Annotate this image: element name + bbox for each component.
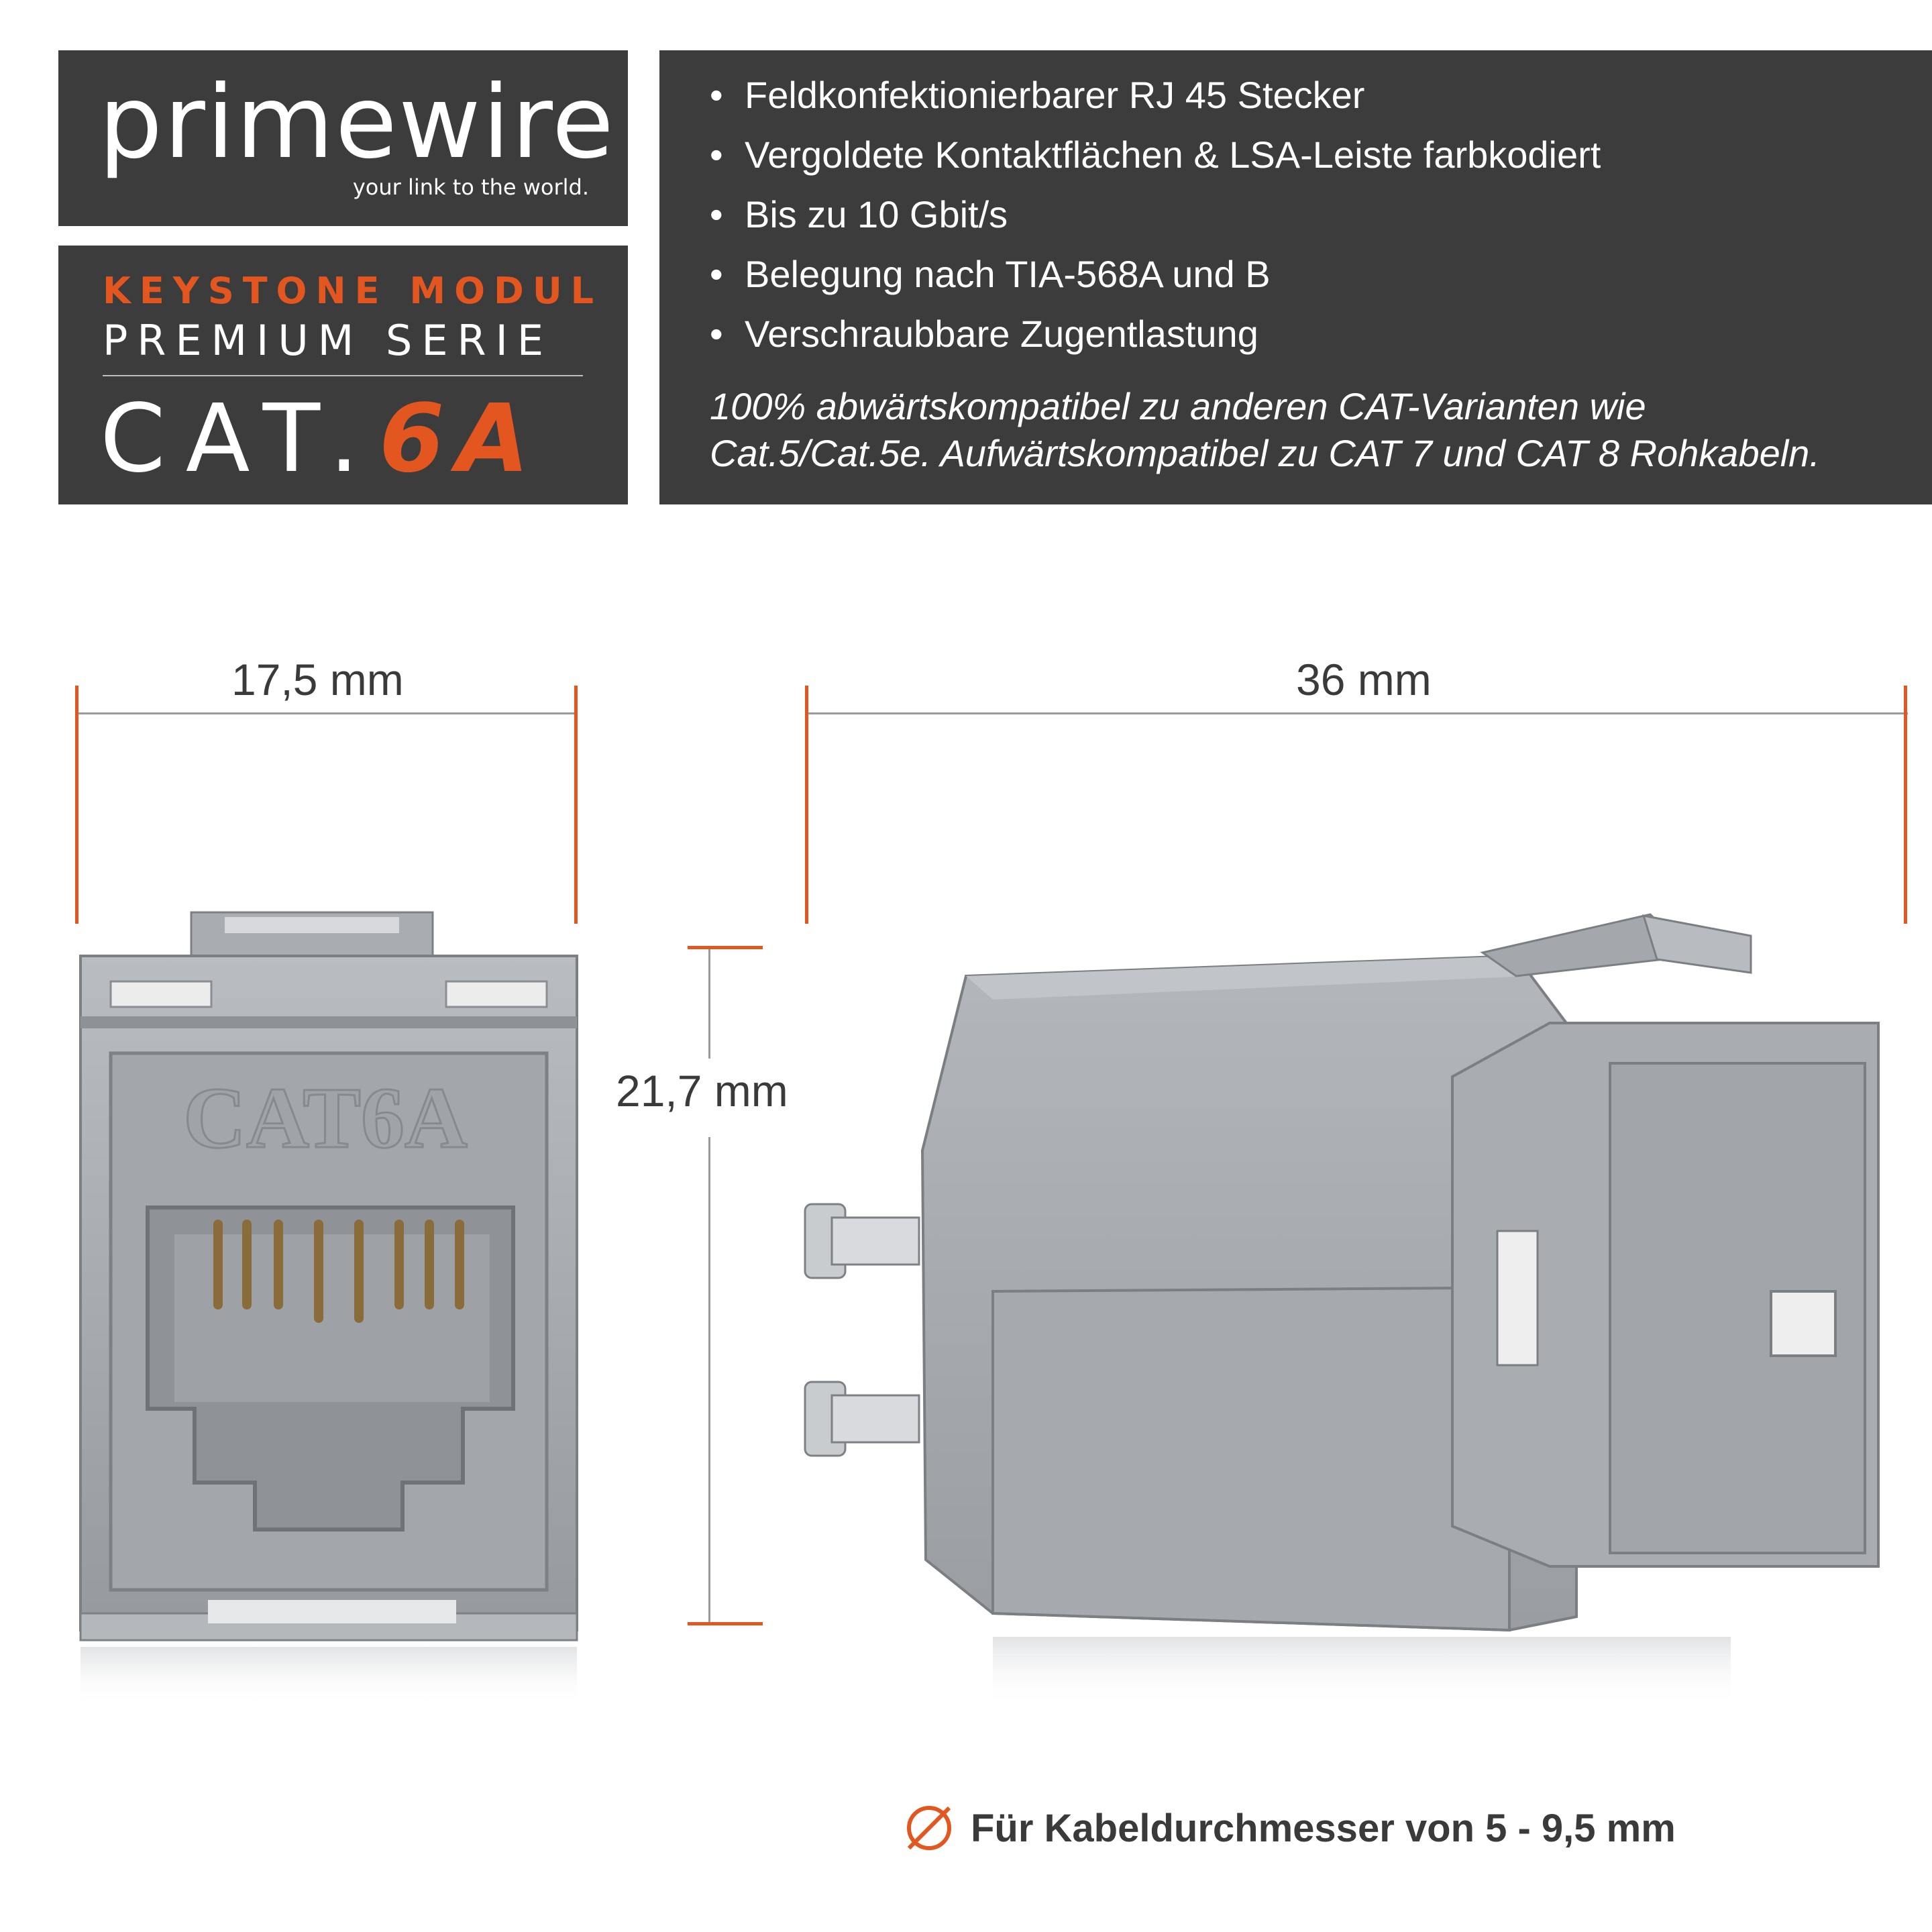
- width-left-marker: [75, 686, 78, 924]
- width-dimension-label: 17,5 mm: [231, 655, 404, 704]
- bullet-icon: •: [710, 133, 723, 176]
- bullet-icon: •: [710, 253, 723, 295]
- length-left-marker: [805, 686, 808, 924]
- feature-item: •Verschraubbare Zugentlastung: [710, 304, 1601, 364]
- compatibility-note: 100% abwärtskompatibel zu anderen CAT-Va…: [710, 385, 1820, 474]
- height-dimension-line-top: [708, 948, 710, 1059]
- brand-tagline: your link to the world.: [352, 174, 589, 200]
- feature-panel: •Feldkonfektionierbarer RJ 45 Stecker •V…: [659, 50, 1932, 504]
- category-title: CAT.6A: [100, 383, 541, 496]
- length-right-marker: [1904, 686, 1907, 924]
- feature-item: •Feldkonfektionierbarer RJ 45 Stecker: [710, 65, 1601, 125]
- brand-logo: primewire: [99, 64, 615, 181]
- product-series: PREMIUM SERIE: [103, 316, 553, 365]
- cable-diameter-text: Für Kabeldurchmesser von 5 - 9,5 mm: [971, 1806, 1676, 1850]
- keystone-front-view: CAT6A: [79, 911, 578, 1707]
- category-accent: 6A: [379, 384, 541, 494]
- height-dimension-label: 21,7 mm: [616, 1066, 788, 1116]
- bullet-icon: •: [710, 313, 723, 355]
- length-dimension-line: [808, 712, 1908, 714]
- product-kicker: KEYSTONE MODUL: [103, 270, 603, 312]
- feature-item: •Vergoldete Kontaktflächen & LSA-Leiste …: [710, 125, 1601, 184]
- height-top-marker: [688, 946, 763, 949]
- height-dimension-line-bottom: [708, 1137, 710, 1623]
- feature-item: •Bis zu 10 Gbit/s: [710, 184, 1601, 244]
- cable-diameter-note: Für Kabeldurchmesser von 5 - 9,5 mm: [902, 1801, 1676, 1855]
- diameter-icon: [907, 1806, 951, 1850]
- product-title-panel: KEYSTONE MODUL PREMIUM SERIE CAT.6A: [58, 246, 628, 504]
- width-right-marker: [574, 686, 578, 924]
- keystone-side-view: [804, 913, 1880, 1707]
- feature-item: •Belegung nach TIA-568A und B: [710, 244, 1601, 304]
- feature-list: •Feldkonfektionierbarer RJ 45 Stecker •V…: [710, 65, 1601, 364]
- height-bottom-marker: [688, 1622, 763, 1625]
- bullet-icon: •: [710, 193, 723, 235]
- title-divider: [103, 375, 583, 376]
- logo-panel: primewire your link to the world.: [58, 50, 628, 226]
- width-dimension-line: [76, 712, 577, 714]
- length-dimension-label: 36 mm: [1296, 655, 1432, 704]
- bullet-icon: •: [710, 74, 723, 116]
- jack-embossed-label: CAT6A: [183, 1070, 468, 1167]
- category-prefix: CAT.: [100, 384, 380, 494]
